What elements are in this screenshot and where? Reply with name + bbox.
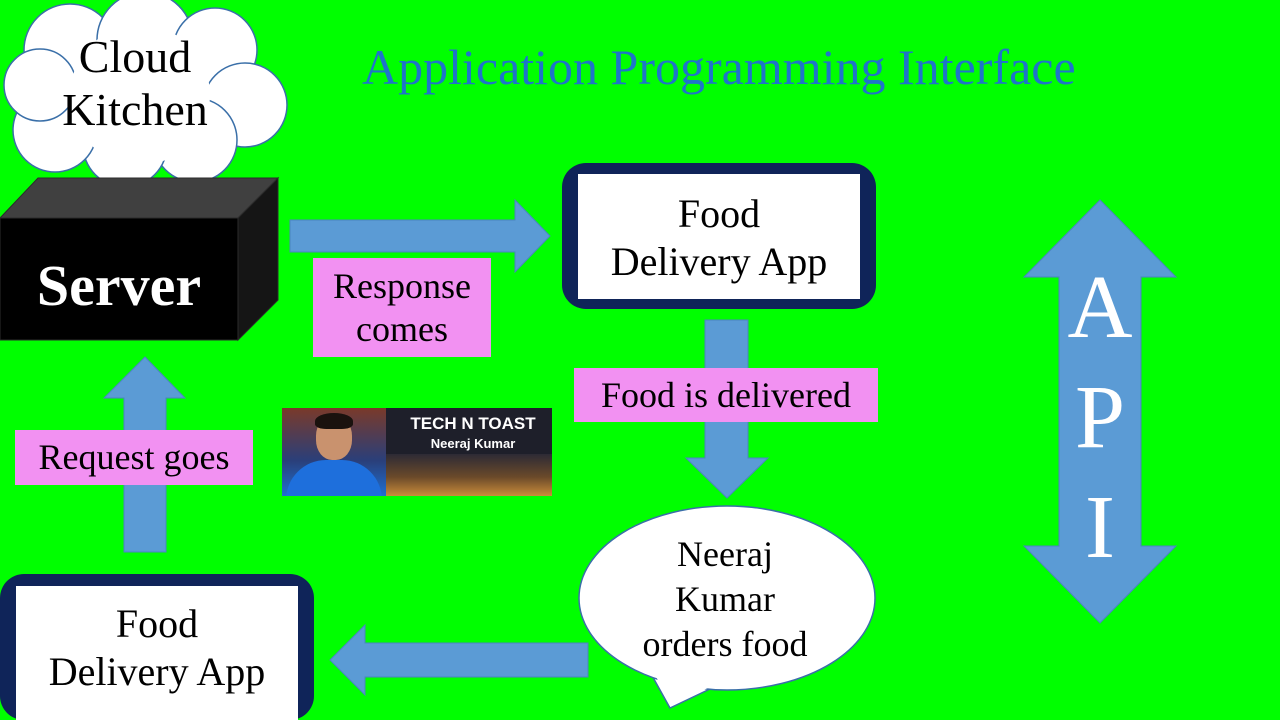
arrow-response: [289, 198, 551, 274]
server-label: Server: [36, 253, 202, 318]
food-app-bottom-label: Food Delivery App: [16, 600, 298, 696]
arrow-order: [329, 623, 589, 697]
food-app-top-line2: Delivery App: [610, 239, 828, 284]
channel-badge: TECH N TOAST Neeraj Kumar: [282, 408, 552, 496]
cloud-shape: [3, 0, 288, 188]
server-cube: [0, 176, 280, 342]
food-app-top-screen: [578, 174, 860, 299]
food-app-bottom-line2: Delivery App: [48, 649, 266, 694]
api-letter-a: A: [1067, 258, 1133, 357]
food-delivered-label: Food is delivered: [574, 368, 878, 422]
city-lights-image: [386, 454, 552, 496]
presenter-hair: [315, 413, 353, 429]
response-comes-label: Response comes: [313, 258, 491, 357]
response-line1: Response: [333, 265, 471, 306]
cloud-line2: Kitchen: [62, 84, 208, 135]
badge-author-name: Neeraj Kumar: [430, 436, 516, 451]
bubble-line3: orders food: [642, 624, 808, 664]
food-app-top-line1: Food: [677, 191, 761, 236]
food-app-bottom-line1: Food: [115, 601, 199, 646]
presenter-body: [286, 460, 382, 496]
badge-channel-name: TECH N TOAST: [410, 414, 536, 433]
cloud-line1: Cloud: [78, 31, 192, 82]
request-goes-label: Request goes: [15, 430, 253, 485]
presenter-photo: [282, 408, 386, 496]
food-app-bottom-screen: [16, 586, 298, 720]
response-line2: comes: [356, 308, 448, 349]
bubble-label: Neeraj Kumar orders food: [590, 532, 860, 667]
cloud-kitchen-label: Cloud Kitchen: [30, 30, 240, 136]
api-double-arrow: [1022, 199, 1178, 624]
api-letter-i: I: [1085, 478, 1115, 577]
diagram-title: Application Programming Interface: [362, 39, 1076, 95]
food-app-top-label: Food Delivery App: [578, 190, 860, 286]
api-letter-p: P: [1074, 368, 1126, 467]
bubble-line2: Kumar: [675, 579, 775, 619]
speech-bubble: [578, 505, 876, 709]
bubble-line1: Neeraj: [677, 534, 773, 574]
